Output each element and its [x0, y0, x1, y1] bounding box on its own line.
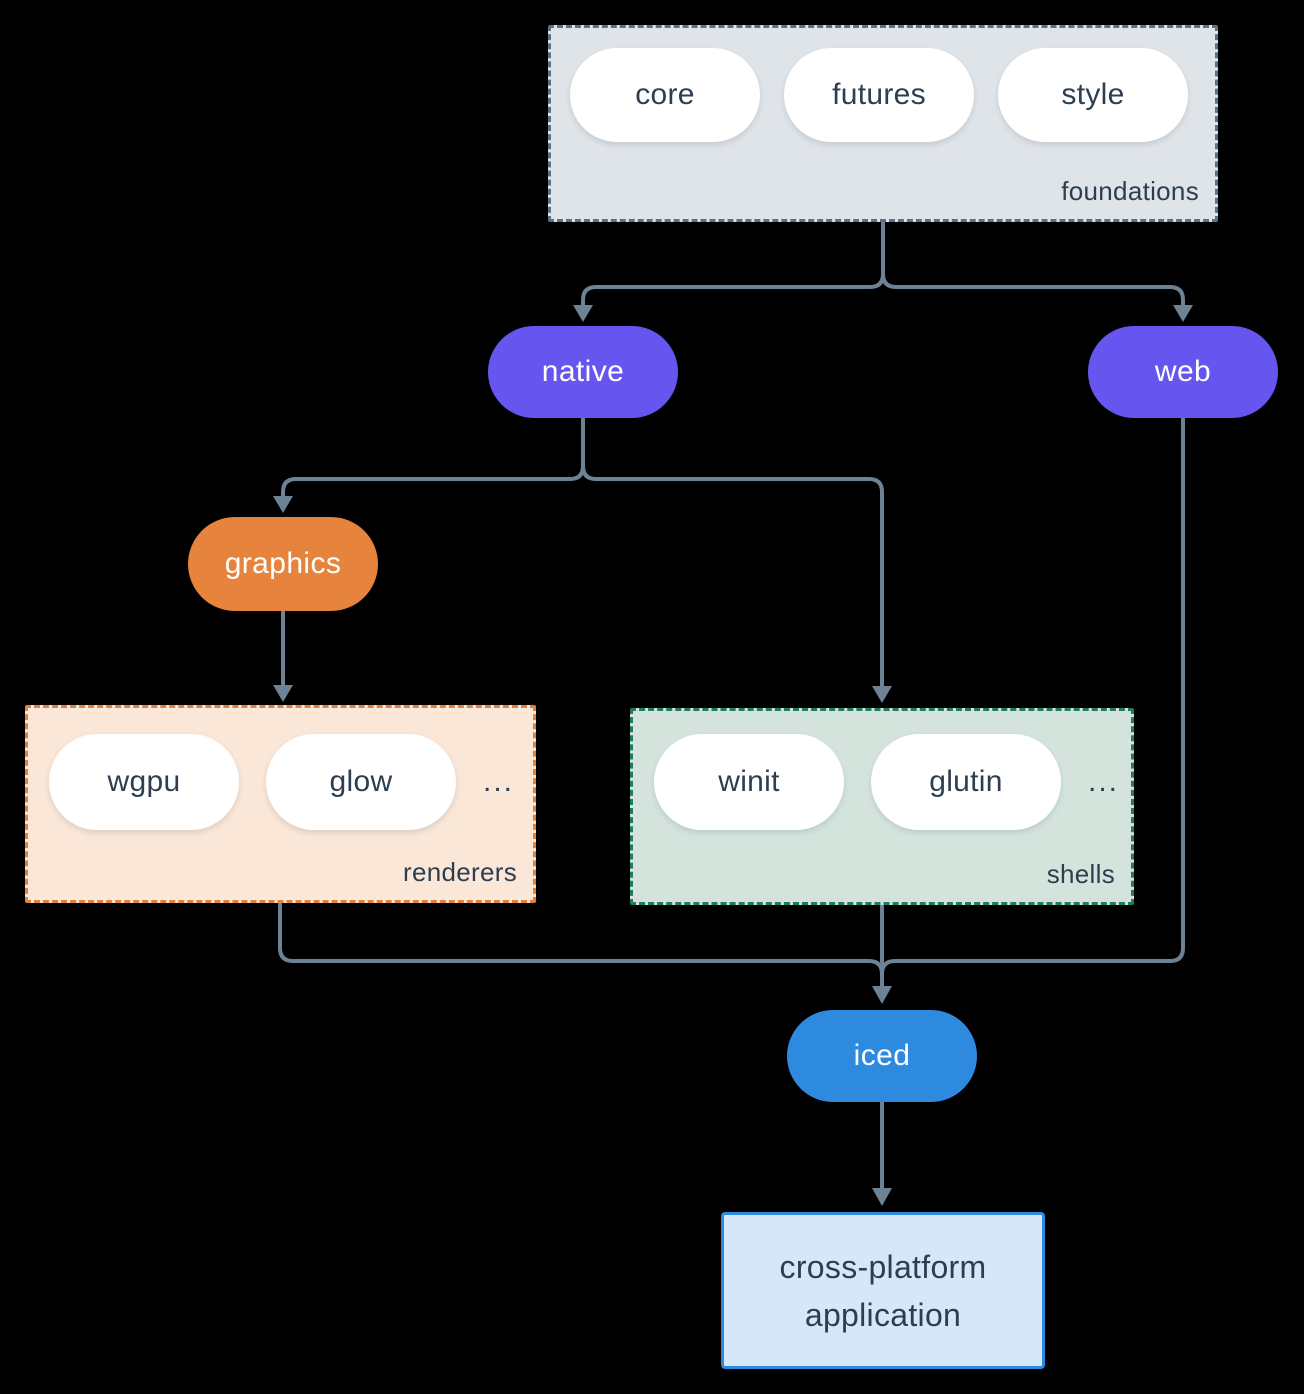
graphics-pill: graphics — [188, 517, 378, 611]
foundations-pill-row: core futures style — [570, 48, 1188, 142]
foundations-label: foundations — [1061, 176, 1199, 206]
native-pill: native — [488, 326, 678, 418]
futures-pill: futures — [784, 48, 974, 142]
core-pill: core — [570, 48, 760, 142]
shells-group: winit glutin ... shells — [630, 708, 1134, 905]
renderers-ellipsis: ... — [483, 765, 515, 798]
arrowhead-renderers — [273, 685, 293, 702]
arrowhead-graphics — [273, 496, 293, 513]
arrowhead-web — [1173, 305, 1193, 322]
shells-ellipsis: ... — [1088, 765, 1120, 798]
renderers-group: wgpu glow ... renderers — [25, 705, 536, 903]
shells-label: shells — [1046, 859, 1115, 889]
arrowhead-iced — [872, 986, 892, 1004]
edge-foundations-to-native — [581, 273, 885, 306]
cross-platform-application-box: cross-platform application — [721, 1212, 1045, 1369]
winit-pill: winit — [654, 734, 844, 830]
renderers-label: renderers — [403, 857, 517, 887]
edge-native-to-shells — [581, 465, 884, 687]
glutin-pill: glutin — [871, 734, 1061, 830]
renderers-pill-row: wgpu glow ... — [49, 734, 514, 830]
shells-pill-row: winit glutin ... — [654, 734, 1119, 830]
style-pill: style — [998, 48, 1188, 142]
iced-pill: iced — [787, 1010, 977, 1102]
edge-native-to-graphics — [281, 465, 585, 497]
foundations-group: core futures style foundations — [548, 25, 1218, 222]
arrowhead-shells — [872, 686, 892, 703]
arrowhead-application — [872, 1188, 892, 1206]
glow-pill: glow — [266, 734, 456, 830]
edge-foundations-to-web — [881, 273, 1185, 306]
edge-renderers-to-merge — [278, 901, 884, 975]
web-pill: web — [1088, 326, 1278, 418]
wgpu-pill: wgpu — [49, 734, 239, 830]
arrowhead-native — [573, 305, 593, 322]
